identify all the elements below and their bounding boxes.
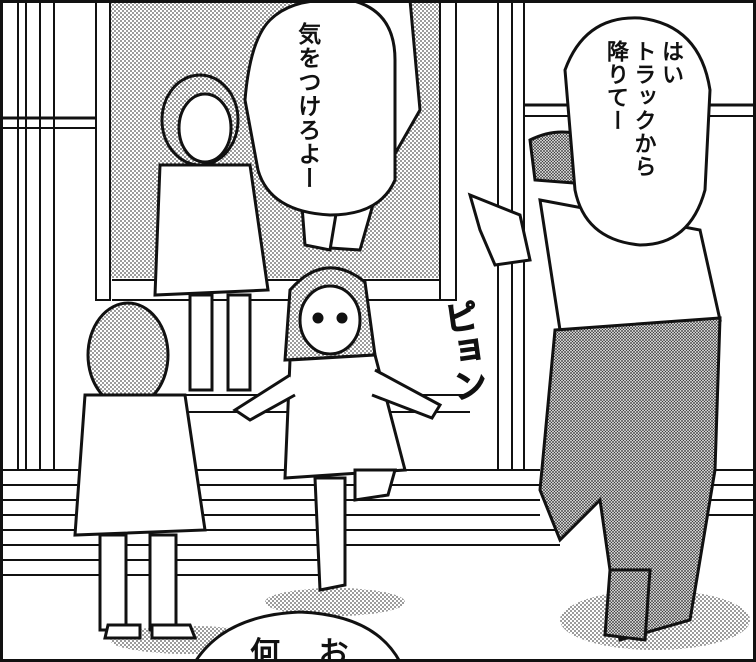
child-background [153,73,270,392]
speech-bubbles [193,0,712,662]
bubble-careful-text: 気をつけろよー [293,22,320,190]
child-foreground-left [73,301,207,640]
bubble-bottom-shape [193,610,402,662]
child-jumping [232,266,443,592]
bubble-bottom-text: 何 お [250,636,363,662]
bubble-hai-shape [563,16,712,247]
bubble-hai-text: はい トラックから 降りてー [603,40,683,178]
